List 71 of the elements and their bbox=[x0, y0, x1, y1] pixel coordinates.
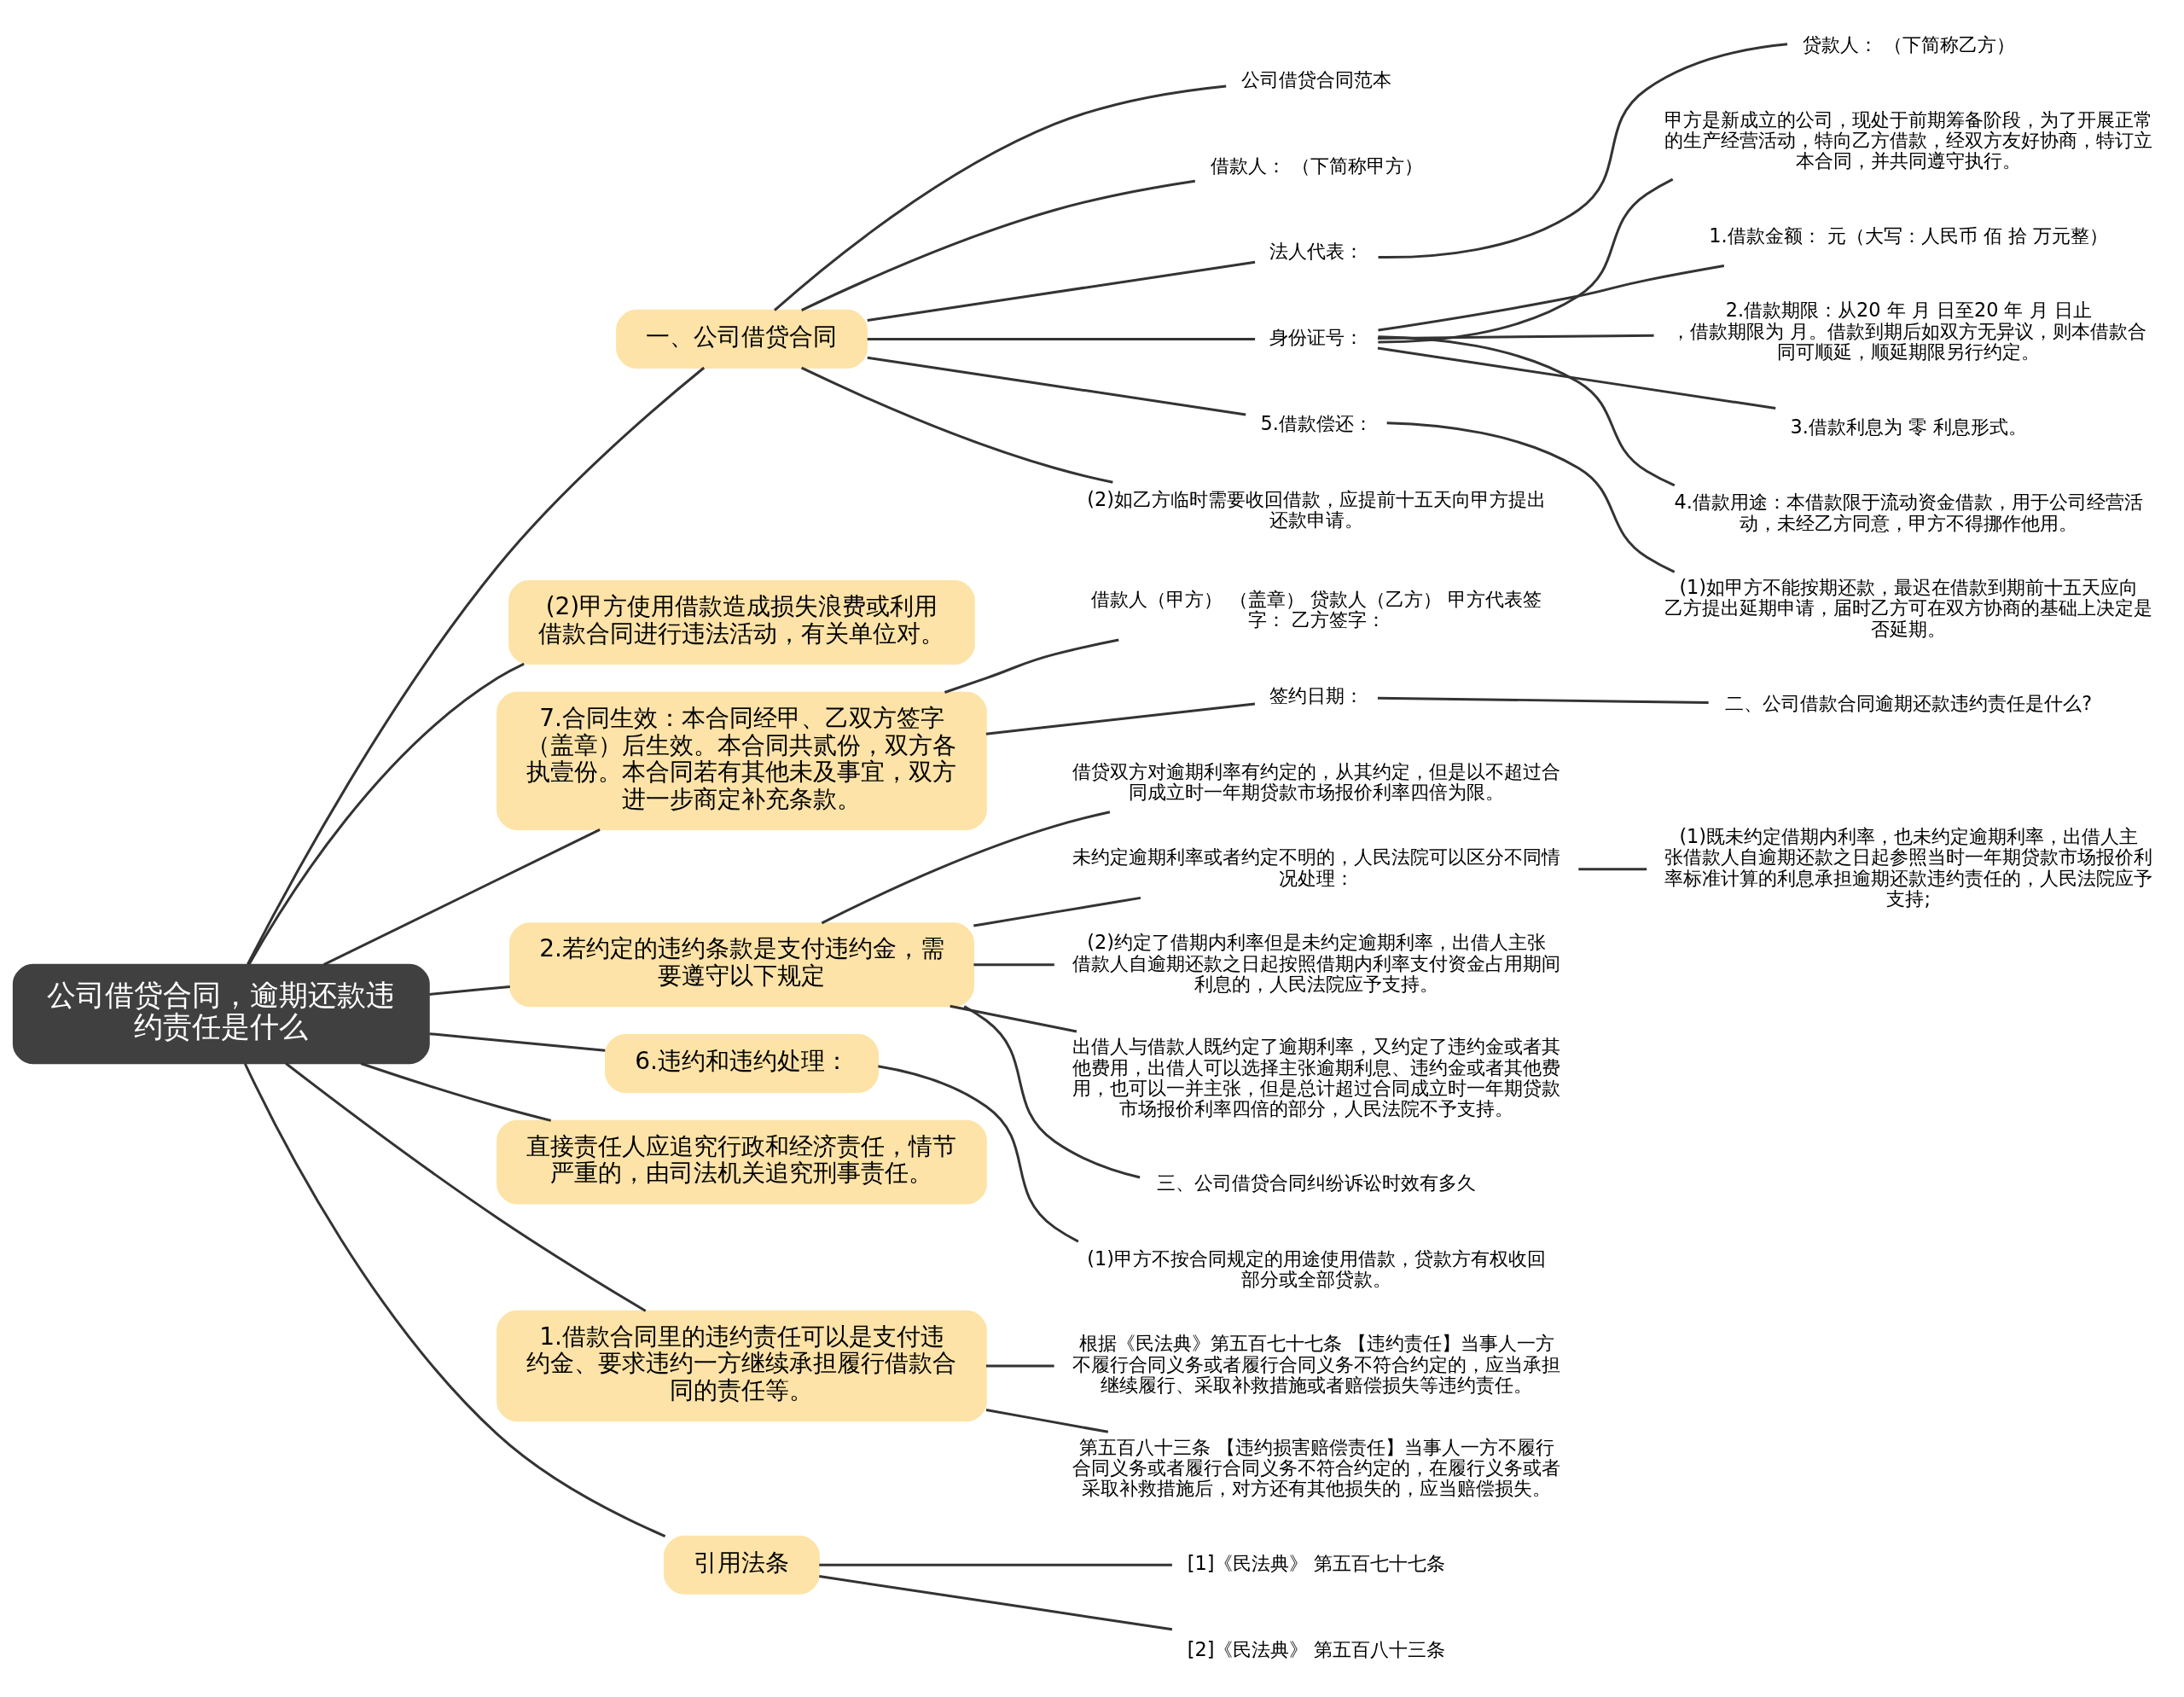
node-text: (2)约定了借期内利率但是未约定逾期利率，出借人主张借款人自逾期还款之日起按照借期内利率支付资金占用期间利息的，人民法院应予支持。 bbox=[1072, 931, 1561, 995]
node-text: 2.借款期限：从20 年 月 日至20 年 月 日止，借款期限为 月。借款到期后如双方无异议，则本借款合同可顺延，顺延期限另行约定。 bbox=[1670, 299, 2146, 363]
node-text: 根据《民法典》第五百七十七条 【违约责任】当事人一方不履行合同义务或者履行合同义务不符合约定的，应当承担继续履行、采取补救措施或者赔偿损失等违约责任。 bbox=[1072, 1332, 1561, 1396]
node-box: (2)甲方使用借款造成损失浪费或利用借款合同进行违法活动，有关单位对。 bbox=[508, 580, 975, 665]
node-box: 一、公司借贷合同 bbox=[616, 309, 868, 369]
connector bbox=[800, 366, 1113, 484]
node-text: 三、公司借贷合同纠纷诉讼时效有多久 bbox=[1157, 1171, 1477, 1194]
connector bbox=[285, 1062, 647, 1312]
node-text: 未约定逾期利率或者约定不明的，人民法院可以区分不同情况处理： bbox=[1072, 846, 1561, 889]
node-text: [1]《民法典》 第五百七十七条 bbox=[1187, 1551, 1446, 1574]
node-text: 4.借款用途：本借款限于流动资金借款，用于公司经营活动，未经乙方同意，甲方不得挪作他用。 bbox=[1674, 491, 2143, 534]
node-text: 二、公司借款合同逾期还款违约责任是什么? bbox=[1725, 692, 2093, 715]
node-text: (1)既未约定借期内利率，也未约定逾期利率，出借人主张借款人自逾期还款之日起参照当时一年期贷款市场报价利率标准计算的利息承担逾期还款违约责任的，人民法院应予支持; bbox=[1664, 825, 2153, 910]
connector bbox=[1378, 43, 1788, 259]
node-text: (1)甲方不按合同规定的用途使用借款，贷款方有权收回部分或全部贷款。 bbox=[1087, 1247, 1546, 1290]
node-box: 6.违约和违约处理： bbox=[605, 1033, 879, 1093]
connector bbox=[944, 638, 1119, 694]
connector bbox=[985, 702, 1256, 735]
node-text: 出借人与借款人既约定了逾期利率，又约定了违约金或者其他费用，出借人可以选择主张逾期利息、违约金或者其他费用，也可以一并主张，但是总计超过合同成立时一年期贷款市场报价利率四倍的部分，人民法院不予支持。 bbox=[1072, 1035, 1561, 1120]
node-text: 签约日期： bbox=[1269, 684, 1364, 707]
node-text: 第五百八十三条 【违约损害赔偿责任】当事人一方不履行合同义务或者履行合同义务不符合约定的，在履行义务或者采取补救措施后，对方还有其他损失的，应当赔偿损失。 bbox=[1072, 1435, 1561, 1500]
connector bbox=[322, 828, 601, 966]
node-box: 1.借款合同里的违约责任可以是支付违约金、要求违约一方继续承担履行借款合同的责任等。 bbox=[497, 1310, 987, 1422]
connector bbox=[985, 1364, 1054, 1368]
node-box: 直接责任人应追究行政和经济责任，情节严重的，由司法机关追究刑事责任。 bbox=[497, 1119, 987, 1205]
connector bbox=[1377, 696, 1709, 704]
node-box: 引用法条 bbox=[664, 1535, 820, 1595]
connector bbox=[819, 1575, 1173, 1631]
connector bbox=[1386, 421, 1676, 573]
node-text: 借款人（甲方） （盖章） 贷款人（乙方） 甲方代表签字： 乙方签字： bbox=[1091, 588, 1542, 631]
connector bbox=[950, 1004, 1077, 1033]
connector bbox=[821, 811, 1111, 925]
node-text: 借款人： （下简称甲方） bbox=[1210, 154, 1423, 177]
connector bbox=[360, 1062, 552, 1122]
connector bbox=[800, 179, 1195, 311]
node-text: 法人代表： bbox=[1269, 240, 1364, 263]
node-text: 借贷双方对逾期利率有约定的，从其约定，但是以不超过合同成立时一年期贷款市场报价利率四倍为限。 bbox=[1072, 759, 1561, 803]
connector bbox=[429, 985, 510, 996]
connector bbox=[1378, 335, 1676, 487]
node-box: 公司借贷合同，逾期还款违约责任是什么 bbox=[12, 963, 430, 1065]
connector bbox=[247, 366, 706, 965]
connector bbox=[429, 1032, 606, 1052]
node-text: (2)如乙方临时需要收回借款，应提前十五天向甲方提出还款申请。 bbox=[1087, 487, 1546, 531]
connector bbox=[247, 662, 525, 965]
connector bbox=[867, 337, 1256, 340]
node-text: 公司借贷合同范本 bbox=[1241, 67, 1392, 90]
node-text: 5.借款偿还： bbox=[1260, 411, 1373, 434]
connector bbox=[963, 1005, 1141, 1179]
node-text: (1)如甲方不能按期还款，最迟在借款到期前十五天应向乙方提出延期申请，届时乙方可在双方协商的基础上决定是否延期。 bbox=[1664, 576, 2153, 640]
node-text: 1.借款金额： 元（大写：人民币 佰 拾 万元整） bbox=[1709, 224, 2109, 247]
node-text: [2]《民法典》 第五百八十三条 bbox=[1187, 1637, 1446, 1660]
connector bbox=[973, 896, 1141, 927]
node-text: 3.借款利息为 零 利息形式。 bbox=[1790, 415, 2028, 438]
connector bbox=[1377, 346, 1776, 410]
node-text: 贷款人： （下简称乙方） bbox=[1802, 32, 2015, 55]
connector bbox=[867, 356, 1246, 416]
connector bbox=[985, 1409, 1109, 1433]
connector bbox=[1578, 868, 1647, 871]
node-box: 2.若约定的违约条款是支付违约金，需要遵守以下规定 bbox=[509, 922, 974, 1008]
node-box: 7.合同生效：本合同经甲、乙双方签字（盖章）后生效。本合同共贰份，双方各执壹份。本合同若有其他未及事宜，双方进一步商定补充条款。 bbox=[497, 691, 987, 831]
node-text: 身份证号： bbox=[1269, 326, 1364, 349]
connector bbox=[1377, 334, 1654, 340]
connector bbox=[243, 1063, 666, 1537]
connector bbox=[867, 260, 1256, 322]
connector bbox=[1378, 177, 1674, 344]
connector bbox=[973, 963, 1054, 967]
connector bbox=[774, 84, 1227, 311]
connector bbox=[878, 1065, 1079, 1243]
connector bbox=[819, 1563, 1172, 1566]
connector bbox=[1378, 264, 1725, 332]
node-text: 甲方是新成立的公司，现处于前期筹备阶段，为了开展正常的生产经营活动，特向乙方借款，经双方友好协商，特订立本合同，并共同遵守执行。 bbox=[1664, 108, 2153, 172]
